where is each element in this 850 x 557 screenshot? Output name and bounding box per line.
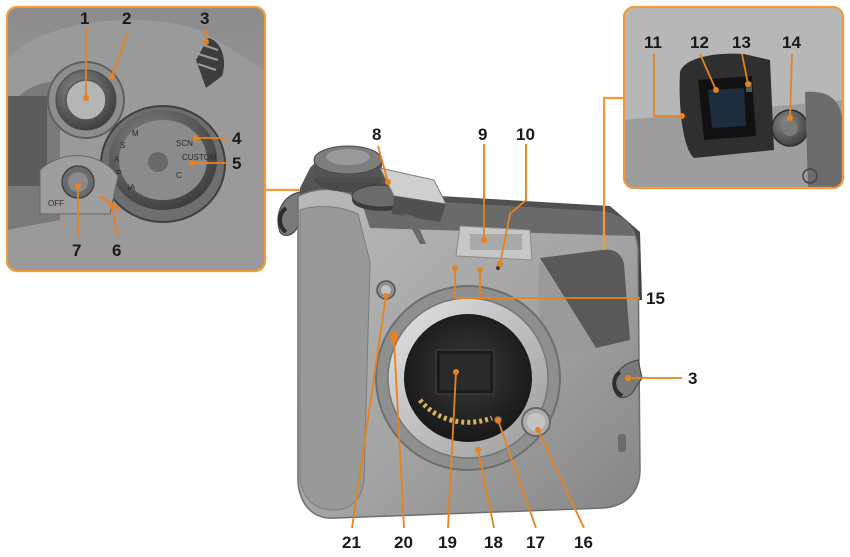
callout-6: 6 bbox=[112, 241, 121, 260]
mode-a-label: A bbox=[114, 155, 120, 164]
callout-2: 2 bbox=[122, 9, 131, 28]
callout-14: 14 bbox=[782, 33, 801, 52]
mode-custom-label: CUSTOM bbox=[182, 153, 217, 162]
callout-numbers: 1 2 3 4 5 6 7 8 9 10 11 12 13 14 15 3 16… bbox=[72, 9, 801, 552]
callout-4: 4 bbox=[232, 129, 242, 148]
callout-3: 3 bbox=[200, 9, 209, 28]
mode-c-label: C bbox=[176, 171, 182, 180]
leader-15 bbox=[454, 268, 640, 299]
leader-16 bbox=[537, 429, 585, 529]
callout-leaders bbox=[75, 28, 793, 529]
callout-12: 12 bbox=[690, 33, 709, 52]
leader-2 bbox=[111, 31, 129, 77]
mode-p-label: P bbox=[116, 169, 121, 178]
inset-left-frame bbox=[5, 5, 267, 273]
lens-release-button bbox=[521, 407, 551, 437]
callout-16: 16 bbox=[574, 533, 593, 552]
callout-13: 13 bbox=[732, 33, 751, 52]
camera-body bbox=[277, 145, 643, 519]
inset-top-controls: M S A P iA C SCN CUSTOM OFF bbox=[5, 5, 267, 273]
mode-s-label: S bbox=[120, 141, 125, 150]
lens-contacts bbox=[418, 398, 493, 425]
callout-3-right: 3 bbox=[688, 369, 697, 388]
callout-15: 15 bbox=[646, 289, 665, 308]
callout-9: 9 bbox=[478, 125, 487, 144]
callout-10: 10 bbox=[516, 125, 535, 144]
leader-11 bbox=[653, 54, 682, 117]
leader-6 bbox=[111, 205, 119, 239]
leader-8 bbox=[377, 145, 389, 183]
leader-18 bbox=[477, 449, 495, 529]
callout-17: 17 bbox=[526, 533, 545, 552]
leader-14 bbox=[789, 53, 793, 119]
leader-21 bbox=[351, 295, 387, 529]
mode-ia-label: iA bbox=[128, 183, 136, 192]
callout-11: 11 bbox=[644, 33, 662, 52]
leader-17 bbox=[497, 419, 537, 529]
flash-unit bbox=[379, 167, 447, 244]
hot-shoe bbox=[455, 225, 533, 261]
strap-eyelet-inset bbox=[196, 38, 225, 88]
leader-19 bbox=[447, 371, 457, 529]
callout-7: 7 bbox=[72, 241, 81, 260]
leader-12 bbox=[699, 53, 717, 91]
mode-dial: M S A P iA C SCN CUSTOM bbox=[100, 105, 226, 223]
grip bbox=[299, 206, 371, 511]
leader-20 bbox=[393, 339, 405, 529]
callout-1: 1 bbox=[80, 9, 89, 28]
speaker-dot bbox=[496, 266, 500, 270]
inset-right-connector bbox=[602, 96, 624, 250]
off-label: OFF bbox=[48, 199, 64, 208]
callout-20: 20 bbox=[394, 533, 413, 552]
mode-m-label: M bbox=[132, 129, 139, 138]
inset-viewfinder bbox=[622, 5, 845, 190]
lens-mount bbox=[375, 285, 561, 471]
callout-5: 5 bbox=[232, 154, 241, 173]
callout-18: 18 bbox=[484, 533, 503, 552]
mode-scn-label: SCN bbox=[176, 139, 193, 148]
callout-19: 19 bbox=[438, 533, 457, 552]
leader-13 bbox=[741, 53, 749, 85]
callout-21: 21 bbox=[342, 533, 361, 552]
dc-coupler-cover bbox=[618, 434, 626, 452]
leader-10 bbox=[499, 144, 527, 265]
callout-8: 8 bbox=[372, 125, 381, 144]
eye-sensor bbox=[746, 82, 752, 92]
